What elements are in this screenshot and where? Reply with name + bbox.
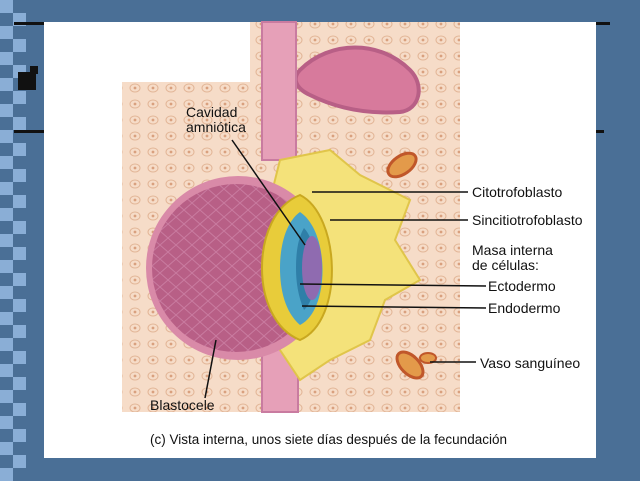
- amniotic-cavity: [302, 236, 322, 300]
- label-citotrofoblasto: Citotrofoblasto: [472, 184, 563, 200]
- blood-vessel: [386, 151, 418, 179]
- leader-lines: [204, 139, 487, 399]
- label-endodermo: Endodermo: [488, 300, 561, 316]
- surface-epithelium: [261, 21, 297, 161]
- uterine-gland: [293, 45, 421, 115]
- decorative-square: [18, 72, 36, 90]
- label-blastocele: Blastocele: [150, 397, 215, 413]
- label-vaso-sanguineo: Vaso sanguíneo: [480, 355, 581, 371]
- label-cavidad-amniotica: Cavidad amniótica: [186, 104, 246, 135]
- decorative-square-small: [30, 66, 38, 74]
- label-ectodermo: Ectodermo: [488, 278, 556, 294]
- label-sincitiotrofoblasto: Sincitiotrofoblasto: [472, 212, 583, 228]
- label-masa-interna: Masa interna de células:: [472, 242, 553, 273]
- decorative-checker-strip: [0, 0, 26, 481]
- figure-caption: (c) Vista interna, unos siete días despu…: [150, 432, 507, 447]
